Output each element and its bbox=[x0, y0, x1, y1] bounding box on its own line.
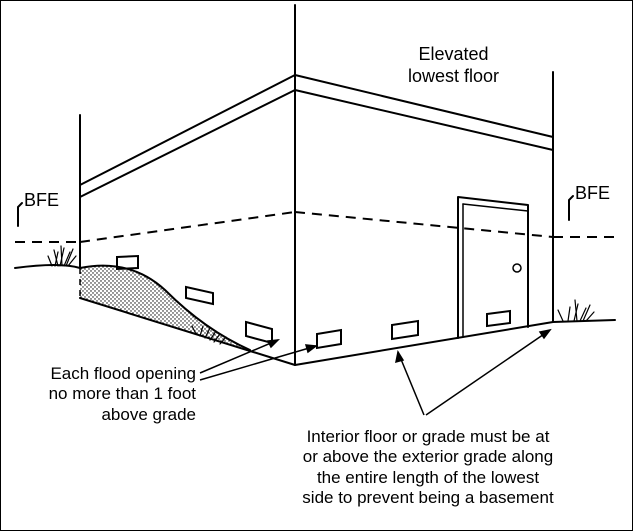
base-left bbox=[79, 297, 296, 366]
door-inner-top bbox=[462, 203, 529, 212]
flood-opening-5 bbox=[391, 319, 419, 341]
roof-right-bottom bbox=[294, 89, 554, 151]
fill-soil-stipple bbox=[80, 265, 250, 350]
leader-interior-a bbox=[397, 351, 425, 416]
flood-opening-2 bbox=[185, 285, 214, 306]
flood-opening-4 bbox=[316, 328, 342, 350]
base-right bbox=[294, 321, 554, 366]
bfe-line-wall-right bbox=[294, 211, 554, 238]
door-knob bbox=[512, 263, 522, 273]
arrow-interior-a bbox=[395, 350, 405, 364]
roof-left-top bbox=[79, 74, 296, 186]
bfe-right-tick bbox=[568, 195, 574, 221]
arrow-opening-a bbox=[266, 339, 281, 349]
elevated-floor-label: Elevated lowest floor bbox=[396, 44, 511, 87]
leader-interior-b bbox=[425, 329, 551, 416]
bfe-line-wall-left bbox=[79, 211, 296, 243]
door bbox=[457, 196, 529, 339]
leader-opening-b bbox=[199, 345, 317, 381]
interior-floor-line-3: the entire length of the lowest bbox=[316, 467, 540, 487]
flood-opening-6 bbox=[486, 309, 511, 328]
roof-left-bottom bbox=[79, 89, 296, 198]
grass-tuft-left bbox=[47, 245, 77, 267]
elevated-floor-line-1: Elevated bbox=[418, 44, 489, 64]
grass-tuft-slope bbox=[191, 325, 227, 345]
flood-opening-1 bbox=[116, 254, 139, 271]
roof-right-top bbox=[294, 74, 554, 138]
interior-floor-line-4: side to prevent being a basement bbox=[302, 488, 554, 508]
flood-opening-line-1: Each flood opening bbox=[50, 364, 196, 383]
interior-floor-line-2: or above the exterior grade along bbox=[302, 447, 554, 467]
flood-opening-label: Each flood opening no more than 1 foot a… bbox=[8, 364, 196, 425]
flood-opening-3 bbox=[245, 320, 273, 345]
elevated-floor-line-2: lowest floor bbox=[407, 65, 500, 86]
arrow-opening-b bbox=[304, 344, 318, 354]
leader-opening-a bbox=[199, 339, 279, 374]
arrow-interior-b bbox=[538, 328, 552, 340]
exterior-grade-right bbox=[552, 319, 616, 323]
bfe-left-tick bbox=[17, 202, 23, 227]
bfe-right-label: BFE bbox=[575, 183, 611, 203]
flood-opening-line-3: above grade bbox=[101, 404, 196, 424]
flood-opening-line-2: no more than 1 foot bbox=[48, 384, 196, 404]
grass-tuft-right bbox=[557, 299, 595, 322]
interior-floor-label: Interior floor or grade must be at or ab… bbox=[268, 427, 588, 509]
interior-floor-line-1: Interior floor or grade must be at bbox=[306, 427, 550, 446]
bfe-left-label: BFE bbox=[24, 190, 60, 210]
